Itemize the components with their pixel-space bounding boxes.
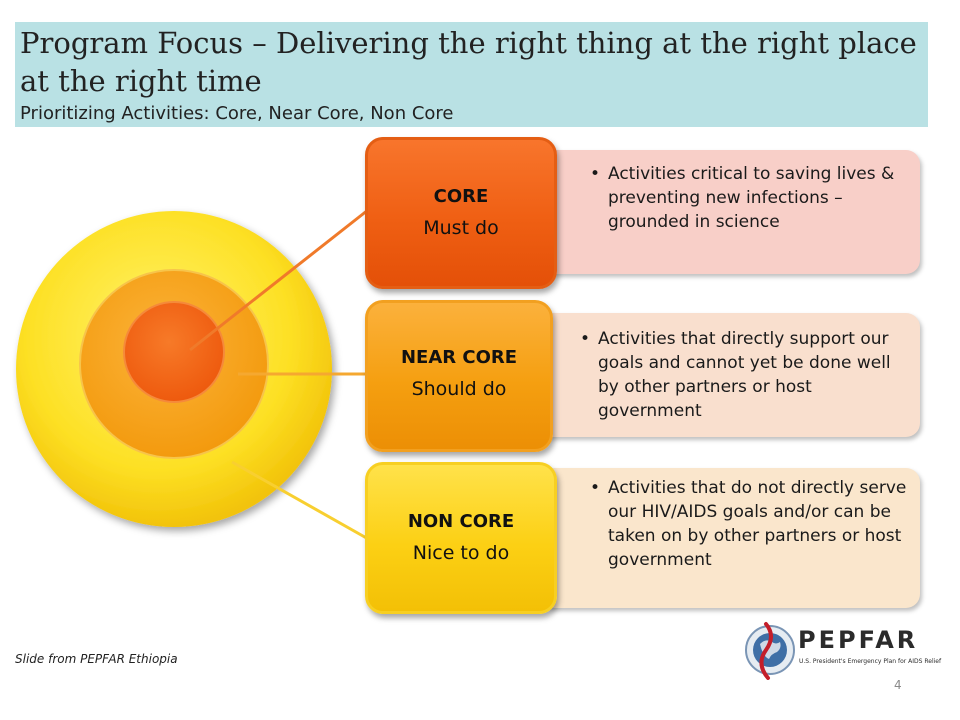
page-number: 4 [894,678,902,692]
title-banner: Program Focus – Delivering the right thi… [15,22,928,127]
connector-non-core [231,460,371,542]
slide-subtitle: Prioritizing Activities: Core, Near Core… [20,103,454,124]
level-pill-core: CORE Must do [365,137,557,289]
level-label-non-core: NON CORE [407,511,515,532]
level-action-non-core: Nice to do [412,542,510,564]
level-pill-near-core: NEAR CORE Should do [365,300,553,452]
inner-circle-core [123,301,225,403]
level-label-near-core: NEAR CORE [400,347,518,368]
logo-tagline: U.S. President's Emergency Plan for AIDS… [799,658,942,665]
description-core: Activities critical to saving lives & pr… [586,162,906,234]
pepfar-seal-icon [745,622,795,680]
level-action-near-core: Should do [411,378,507,400]
description-panel-core: Activities critical to saving lives & pr… [540,150,920,274]
description-near-core: Activities that directly support our goa… [576,327,906,423]
level-action-core: Must do [423,217,499,239]
level-pill-non-core: NON CORE Nice to do [365,462,557,614]
description-panel-non-core: Activities that do not directly serve ou… [540,468,920,608]
logo-wordmark: PEPFAR [798,626,919,654]
pepfar-logo: PEPFAR U.S. President's Emergency Plan f… [744,620,941,682]
description-panel-near-core: Activities that directly support our goa… [532,313,920,437]
level-label-core: CORE [433,186,489,207]
connector-core [189,208,369,352]
description-non-core: Activities that do not directly serve ou… [586,476,910,572]
slide-title: Program Focus – Delivering the right thi… [20,26,917,98]
slide-credit: Slide from PEPFAR Ethiopia [15,652,178,666]
